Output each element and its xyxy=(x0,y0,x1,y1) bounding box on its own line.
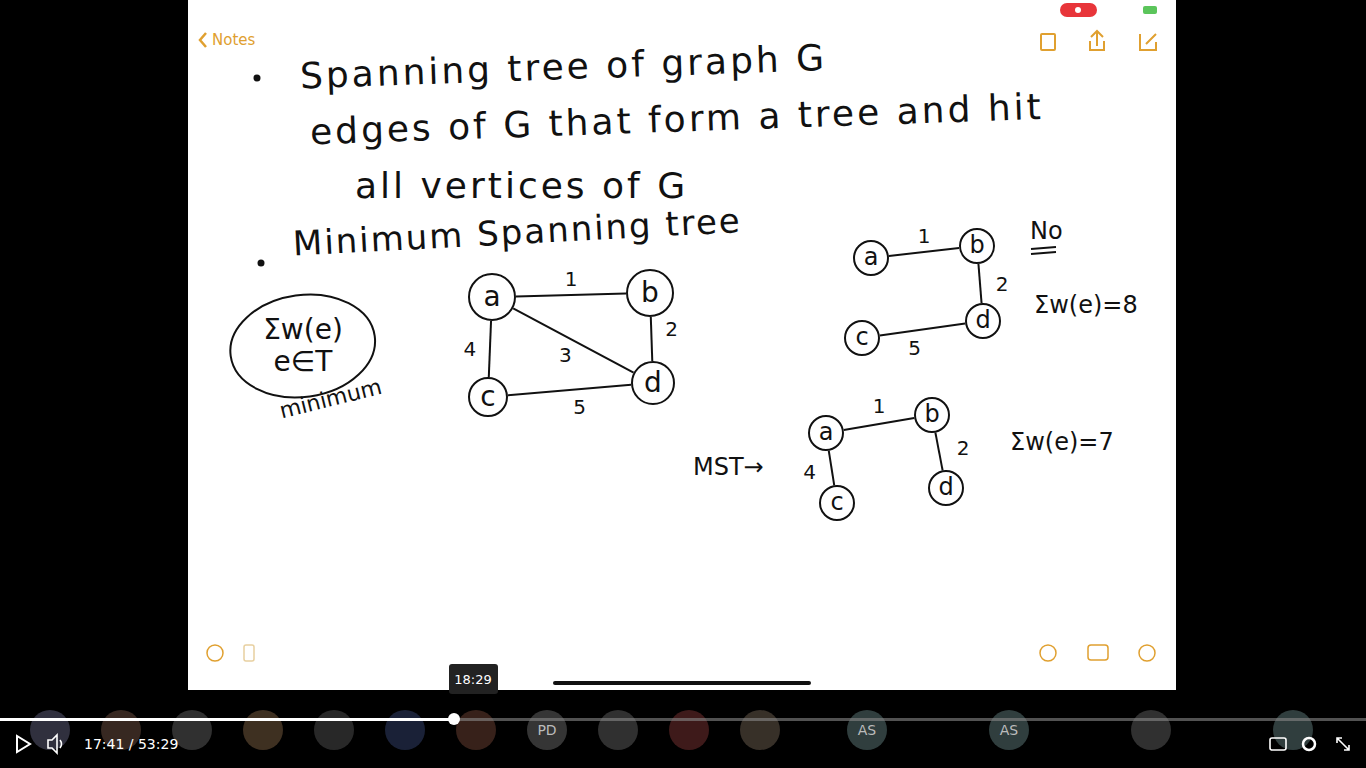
vertex-circle: c xyxy=(819,485,855,521)
node-text: c xyxy=(480,381,495,413)
time-display: 17:41 / 53:29 xyxy=(84,736,178,753)
fullscreen-icon xyxy=(1337,738,1349,750)
node-text: d xyxy=(644,367,662,399)
sum-label: Σw(e)=8 xyxy=(1034,291,1138,320)
battery-icon xyxy=(1143,6,1157,14)
node-text: d xyxy=(975,307,990,335)
undo-icon xyxy=(207,645,223,661)
edge-weight: 4 xyxy=(462,338,479,360)
vertex-circle: d xyxy=(631,361,675,405)
graph-edge xyxy=(516,294,626,297)
avatar xyxy=(243,710,283,750)
vertex-circle: b xyxy=(959,228,995,264)
avatar-initials: AS xyxy=(1000,722,1018,739)
back-chevron xyxy=(200,33,206,47)
avatar-initials: AS xyxy=(858,722,876,739)
node-text: d xyxy=(938,474,953,502)
avatar-initials: PD xyxy=(537,722,556,739)
annotation: No xyxy=(1030,217,1063,246)
vertex-circle: a xyxy=(853,240,889,276)
record-pill xyxy=(1060,3,1097,17)
annotation: MST→ xyxy=(693,453,764,482)
progress-track xyxy=(0,718,1366,721)
vertex-circle: c xyxy=(844,320,880,356)
participant-strip xyxy=(30,710,1313,750)
graph-edge xyxy=(889,248,959,256)
graph-edge xyxy=(513,308,633,372)
avatar xyxy=(598,710,638,750)
edge-weight: 2 xyxy=(955,437,972,459)
avatar xyxy=(669,710,709,750)
avatar xyxy=(1273,710,1313,750)
node-text: c xyxy=(855,324,868,352)
note-line: all vertices of G xyxy=(355,164,688,207)
node-text: a xyxy=(864,244,879,272)
edge-weight: 2 xyxy=(663,318,680,340)
vertex-circle: b xyxy=(914,397,950,433)
volume-icon xyxy=(48,735,62,753)
edge-weight: 5 xyxy=(906,337,923,359)
compose-icon xyxy=(1140,34,1156,50)
redo-icon xyxy=(244,645,254,661)
record-dot xyxy=(1075,7,1081,13)
vertex-circle: d xyxy=(928,470,964,506)
camera-icon xyxy=(1088,645,1108,660)
avatar xyxy=(385,710,425,750)
edge-weight: 2 xyxy=(994,273,1011,295)
node-text: Σw(e) e∈T xyxy=(257,314,349,378)
graph-edge xyxy=(978,264,981,303)
node-text: b xyxy=(641,277,659,309)
node-text: a xyxy=(819,419,834,447)
avatar xyxy=(456,710,496,750)
avatar xyxy=(989,710,1029,750)
avatar xyxy=(527,710,567,750)
settings-icon xyxy=(1303,738,1315,750)
avatar xyxy=(740,710,780,750)
avatar xyxy=(1131,710,1171,750)
graph-edge xyxy=(844,418,915,430)
sum-label: Σw(e)=7 xyxy=(1010,428,1114,457)
share-icon xyxy=(1090,31,1104,50)
home-indicator xyxy=(553,681,811,685)
tooltip-time: 18:29 xyxy=(454,672,491,688)
node-text: a xyxy=(483,281,500,313)
avatar xyxy=(847,710,887,750)
vertex-circle: d xyxy=(965,303,1001,339)
edge-weight: 4 xyxy=(801,461,818,483)
progress-played xyxy=(0,718,454,721)
time-tooltip xyxy=(449,664,498,694)
avatar xyxy=(314,710,354,750)
edge-weight: 1 xyxy=(916,225,933,247)
edge-weight: 3 xyxy=(557,344,574,366)
node-text: c xyxy=(830,489,843,517)
bullet xyxy=(258,260,265,267)
trash-icon xyxy=(1041,34,1055,50)
graph-edge xyxy=(829,451,834,485)
node-text: b xyxy=(924,401,939,429)
back-link: Notes xyxy=(212,31,255,49)
check-icon xyxy=(1040,645,1056,661)
double-underline xyxy=(1031,247,1056,254)
avatar xyxy=(30,710,70,750)
graph-edge xyxy=(651,317,652,361)
graph-edge xyxy=(880,324,965,336)
graph-edge xyxy=(508,385,631,395)
graph-edge xyxy=(935,433,942,471)
vertex-circle: a xyxy=(468,273,516,321)
play-button xyxy=(17,736,30,752)
progress-handle xyxy=(448,713,460,725)
vertex-circle: c xyxy=(468,377,508,417)
edge-weight: 5 xyxy=(571,396,588,418)
graph-edge xyxy=(489,321,491,377)
vertex-circle: a xyxy=(808,415,844,451)
markup-icon xyxy=(1139,645,1155,661)
captions-icon xyxy=(1270,738,1286,750)
edge-weight: 1 xyxy=(871,395,888,417)
bullet xyxy=(254,75,261,82)
node-text: b xyxy=(969,232,984,260)
vertex-circle: b xyxy=(626,269,674,317)
edge-weight: 1 xyxy=(563,268,580,290)
